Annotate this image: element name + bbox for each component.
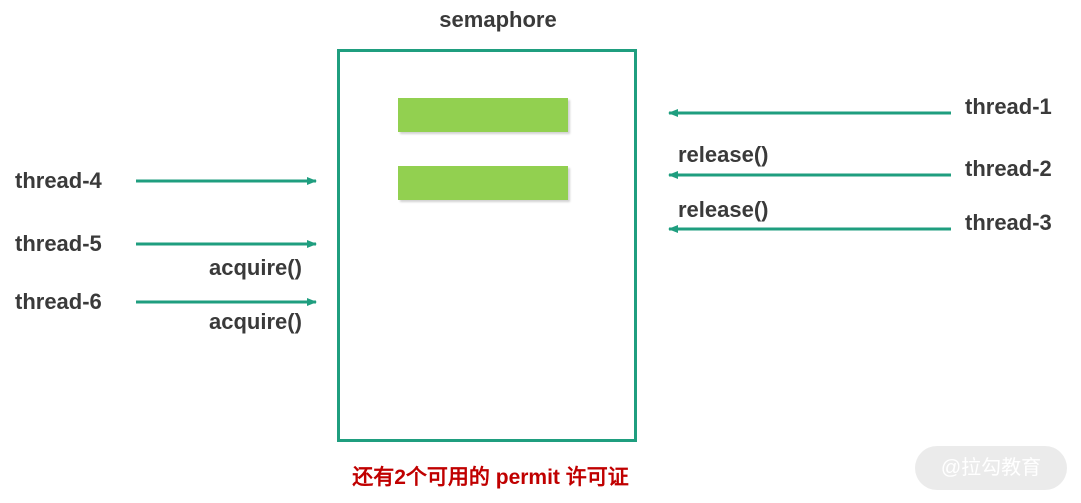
watermark-badge: @拉勾教育 <box>915 446 1067 490</box>
permit-block <box>398 98 568 132</box>
thread-6-method: acquire() <box>209 309 302 334</box>
thread-2-method: release() <box>678 142 769 167</box>
available-permits-caption: 还有2个可用的 permit 许可证 <box>352 466 629 489</box>
thread-6-label: thread-6 <box>15 289 102 314</box>
thread-1-label: thread-1 <box>965 94 1052 119</box>
thread-3-label: thread-3 <box>965 210 1052 235</box>
thread-3-method: release() <box>678 197 769 222</box>
permit-block <box>398 166 568 200</box>
thread-5-method: acquire() <box>209 255 302 280</box>
thread-4-label: thread-4 <box>15 168 102 193</box>
thread-2-label: thread-2 <box>965 156 1052 181</box>
semaphore-box <box>337 49 637 442</box>
semaphore-title: semaphore <box>439 7 557 32</box>
thread-5-label: thread-5 <box>15 231 102 256</box>
